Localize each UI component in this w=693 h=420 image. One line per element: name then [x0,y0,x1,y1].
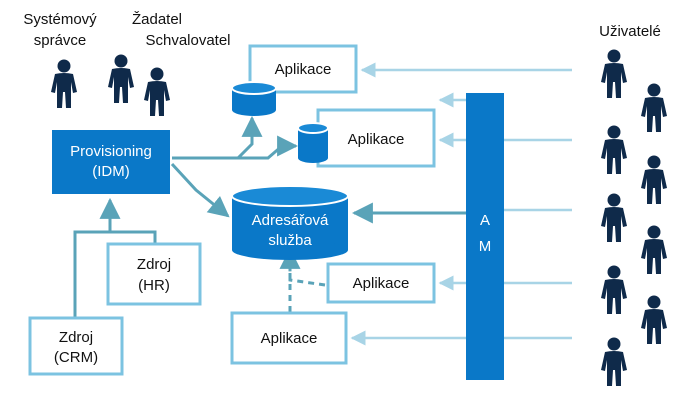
user-person-icon [601,49,627,98]
app-box-second: Aplikace [316,108,436,168]
user-person-icon [601,193,627,242]
sysadmin-label-line1: Systémový [23,11,97,28]
source-hr-line2: (HR) [138,277,170,294]
source-crm-box: Zdroj (CRM) [28,316,124,376]
user-person-icon [641,83,667,132]
user-person-icon [601,337,627,386]
app-top-label: Aplikace [275,61,332,78]
am-label-line1: A [480,212,490,229]
app-third-label: Aplikace [353,275,410,292]
user-person-icon [641,225,667,274]
app-second-db-icon [297,122,329,163]
directory-service-cylinder: Adresářová služba [231,185,349,260]
idm-label-line2: (IDM) [92,163,130,180]
app-top-db-icon [231,81,277,116]
directory-label-line2: služba [268,232,312,249]
app-bottom-label: Aplikace [261,330,318,347]
user-person-icon [641,155,667,204]
directory-label-line1: Adresářová [252,212,329,229]
user-access-arrows [350,62,572,346]
source-hr-line1: Zdroj [137,256,171,273]
app-box-third: Aplikace [326,262,436,304]
source-crm-line1: Zdroj [59,329,93,346]
requester-label: Žadatel [132,11,182,28]
source-hr-box: Zdroj (HR) [106,242,202,306]
app-box-bottom: Aplikace [230,311,348,365]
sysadmin-person-icon [51,59,77,108]
user-person-icon [641,295,667,344]
idm-label-line1: Provisioning [70,143,152,160]
approver-person-icon [144,67,170,116]
user-person-icon [601,125,627,174]
access-management-bar: A M [466,93,504,380]
requester-person-icon [108,54,134,103]
source-crm-line2: (CRM) [54,349,98,366]
approver-label: Schvalovatel [145,32,230,49]
users-label: Uživatelé [599,23,661,40]
user-person-icon [601,265,627,314]
app-box-top: Aplikace [248,44,358,94]
provisioning-idm-box: Provisioning (IDM) [52,130,170,194]
app-second-label: Aplikace [348,131,405,148]
sysadmin-label-line2: správce [34,32,87,49]
am-label-line2: M [479,238,492,255]
